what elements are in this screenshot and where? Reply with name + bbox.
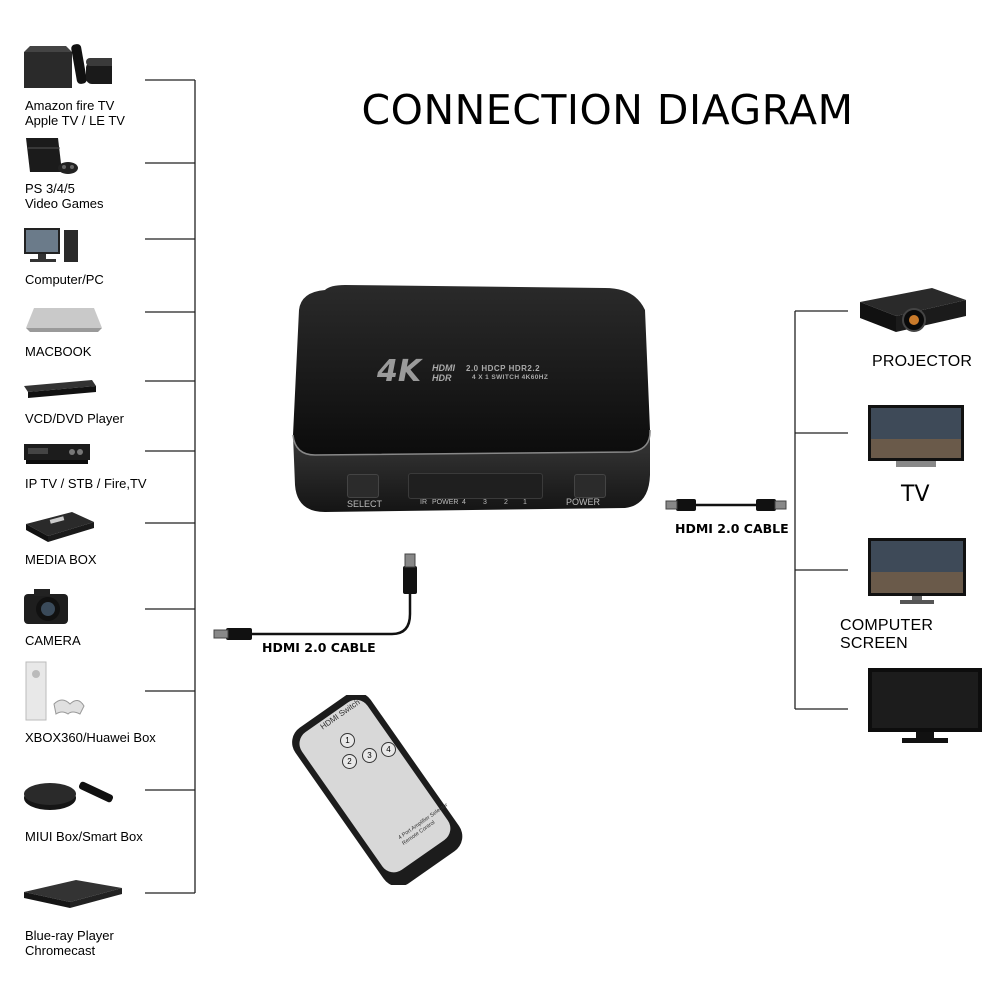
remote-button-4[interactable]: 4: [381, 742, 396, 757]
output-label-computer-screen: COMPUTER SCREEN: [840, 617, 1000, 653]
input-cable-label: HDMI 2.0 CABLE: [262, 640, 376, 655]
projector-icon: [852, 282, 970, 338]
remote-button-3[interactable]: 3: [362, 748, 377, 763]
output-label-tv: TV: [901, 482, 930, 507]
tv-icon: [866, 403, 966, 469]
flat-tv-icon: [866, 666, 984, 746]
monitor-icon: [866, 536, 968, 606]
remote-button-2[interactable]: 2: [342, 754, 357, 769]
remote-button-1[interactable]: 1: [340, 733, 355, 748]
output-cable-label: HDMI 2.0 CABLE: [675, 521, 789, 536]
output-label-projector: PROJECTOR: [872, 353, 972, 371]
